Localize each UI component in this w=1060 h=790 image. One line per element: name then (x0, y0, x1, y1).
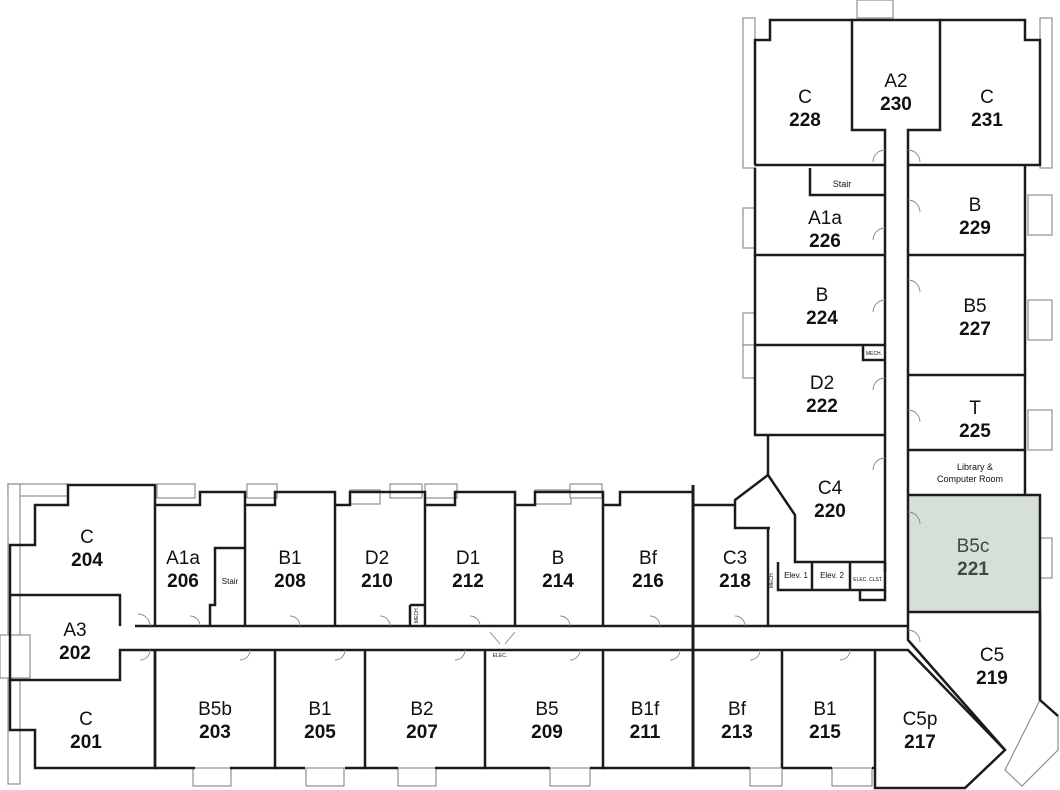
room-208-number: 208 (274, 571, 306, 592)
room-219-type: C5 (980, 645, 1004, 666)
room-220-number: 220 (814, 501, 846, 522)
room-204-type: C (80, 527, 94, 548)
room-226-type: A1a (808, 208, 842, 229)
room-208-type: B1 (278, 548, 301, 569)
room-211-number: 211 (630, 722, 661, 743)
room-225-number: 225 (959, 421, 991, 442)
library-label-line2: Computer Room (937, 474, 1003, 484)
room-228-number: 228 (789, 110, 821, 131)
room-212-number: 212 (452, 571, 484, 592)
door-swings (137, 149, 921, 661)
room-214-number: 214 (542, 571, 574, 592)
room-202-number: 202 (59, 643, 91, 664)
room-203-number: 203 (199, 722, 231, 743)
room-218-type: C3 (723, 548, 747, 569)
room-labels: C 228 A2 230 C 231 A1a 226 B 229 B 224 B… (59, 71, 1008, 753)
room-212-type: D1 (456, 548, 480, 569)
room-213-number: 213 (721, 722, 753, 743)
room-222-number: 222 (806, 396, 838, 417)
library-computer-room[interactable] (908, 450, 1025, 495)
room-204-number: 204 (71, 550, 103, 571)
elevator-2-label: Elev. 2 (820, 571, 844, 580)
room-202-type: A3 (63, 620, 86, 641)
mech-label-low: MECH. (414, 607, 420, 623)
room-210-type: D2 (365, 548, 389, 569)
room-211-type: B1f (631, 699, 660, 720)
room-218-number: 218 (719, 571, 751, 592)
room-220-type: C4 (818, 478, 843, 499)
room-229-type: B (969, 195, 982, 216)
room-216-type: Bf (639, 548, 658, 569)
room-230-number: 230 (880, 94, 912, 115)
room-214-type: B (552, 548, 565, 569)
room-227-number: 227 (959, 319, 991, 340)
interior-walls (8, 18, 1059, 790)
room-224-number: 224 (806, 308, 838, 329)
room-209-type: B5 (535, 699, 558, 720)
room-207-number: 207 (406, 722, 438, 743)
room-217-type: C5p (903, 709, 938, 730)
room-205-type: B1 (308, 699, 331, 720)
stair-label-206: Stair (222, 577, 239, 586)
elevator-1-label: Elev. 1 (784, 571, 808, 580)
room-203-type: B5b (198, 699, 232, 720)
room-231-number: 231 (971, 110, 1003, 131)
room-227-type: B5 (963, 296, 986, 317)
room-221-number: 221 (957, 559, 989, 580)
room-221-type: B5c (957, 536, 990, 557)
room-226-number: 226 (809, 231, 841, 252)
room-206-type: A1a (166, 548, 200, 569)
room-209-number: 209 (531, 722, 563, 743)
room-213-type: Bf (728, 699, 747, 720)
room-229-number: 229 (959, 218, 991, 239)
room-205-number: 205 (304, 722, 336, 743)
stair-label-top: Stair (833, 179, 852, 189)
room-215-number: 215 (809, 722, 841, 743)
room-201-number: 201 (70, 732, 102, 753)
utility-labels: Library & Computer Room Stair Stair Elev… (222, 179, 1003, 659)
room-225-type: T (969, 398, 981, 419)
room-230-type: A2 (884, 71, 907, 92)
library-label-line1: Library & (957, 462, 993, 472)
room-224-type: B (816, 285, 829, 306)
room-221-highlight (908, 495, 1040, 612)
room-231-type: C (980, 87, 994, 108)
room-210-number: 210 (361, 571, 393, 592)
room-222-type: D2 (810, 373, 834, 394)
room-216-number: 216 (632, 571, 664, 592)
room-201-type: C (79, 709, 93, 730)
room-229[interactable] (908, 168, 1025, 255)
elec-corridor-label: ELEC. (493, 653, 507, 659)
mech-label-218: MECH. (769, 572, 775, 588)
room-215-type: B1 (813, 699, 836, 720)
elec-clst-label: ELEC. CLST. (853, 577, 882, 583)
room-207-type: B2 (410, 699, 433, 720)
room-228-type: C (798, 87, 812, 108)
mech-label-top: MECH. (866, 351, 882, 357)
room-219-number: 219 (976, 668, 1008, 689)
room-217-number: 217 (904, 732, 936, 753)
room-206-number: 206 (167, 571, 199, 592)
